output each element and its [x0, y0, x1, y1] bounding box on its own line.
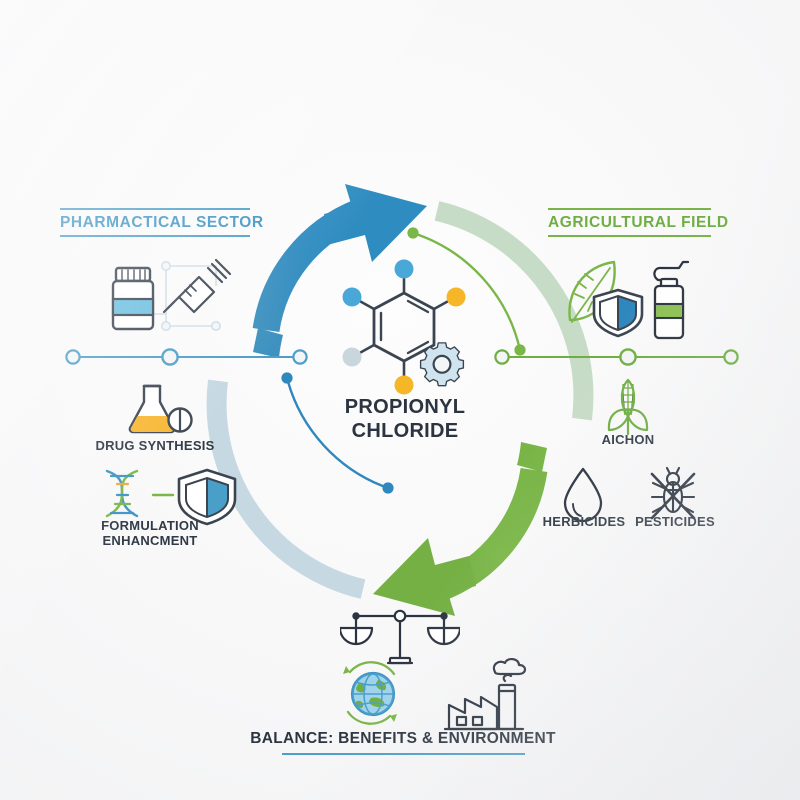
- molecule-node-upper-left: [342, 287, 362, 307]
- thin-arc-blue: [281, 372, 394, 494]
- dna-shield-icon: [105, 468, 237, 526]
- heading-rule-top: [60, 208, 250, 210]
- arrow-pharma-to-center: [252, 184, 427, 358]
- heading-rule-top: [548, 208, 711, 210]
- thin-arc-green: [407, 227, 526, 356]
- heading-rule-bottom: [548, 235, 711, 237]
- balance-scales-icon: [340, 609, 460, 665]
- heading-agricultural-label: AGRICULTURAL FIELD: [548, 214, 729, 231]
- bug-crossed-out-icon: [650, 466, 696, 520]
- molecule-node-lower-left: [342, 347, 362, 367]
- corn-icon: [607, 378, 649, 436]
- molecule-node-bottom: [394, 375, 414, 395]
- leaf-shield-spray-bottle-icon: [568, 260, 690, 340]
- molecule-node-top: [394, 259, 414, 279]
- label-aichon: AICHON: [601, 432, 655, 447]
- connector-line-agri: [494, 348, 739, 366]
- label-formulation-enhancement: FORMULATION ENHANCMENT: [101, 518, 199, 549]
- factory-smokestack-icon: [443, 658, 527, 731]
- arc-track-pharma: [206, 379, 366, 599]
- center-title: PROPIONYL CHLORIDE: [344, 396, 466, 442]
- arc-track-agri: [434, 201, 594, 421]
- label-herbicides: HERBICIDES: [542, 514, 626, 529]
- bottom-section: BALANCE: BENEFITS & ENVIRONMENT: [243, 730, 563, 755]
- water-drop-icon: [563, 467, 603, 522]
- heading-rule-bottom: [60, 235, 250, 237]
- flask-icon: [128, 384, 193, 434]
- pill-bottle-syringe-icon: [111, 258, 232, 332]
- heading-pharmaceutical-sector: PHARMACTICAL SECTOR: [60, 208, 264, 237]
- molecule-node-upper-right: [446, 287, 466, 307]
- connector-line-pharma: [65, 348, 308, 366]
- heading-pharmaceutical-label: PHARMACTICAL SECTOR: [60, 214, 264, 231]
- heading-agricultural-field: AGRICULTURAL FIELD: [548, 208, 729, 237]
- label-pesticides: PESTICIDES: [635, 514, 715, 529]
- arrow-agri-to-center: [373, 442, 548, 616]
- molecule-gear-icon: [342, 259, 466, 395]
- globe-recycle-icon: [343, 661, 397, 725]
- bottom-heading-label: BALANCE: BENEFITS & ENVIRONMENT: [250, 730, 556, 747]
- label-drug-synthesis: DRUG SYNTHESIS: [95, 438, 215, 453]
- bottom-heading-rule: [281, 753, 525, 755]
- gear-icon: [419, 342, 465, 387]
